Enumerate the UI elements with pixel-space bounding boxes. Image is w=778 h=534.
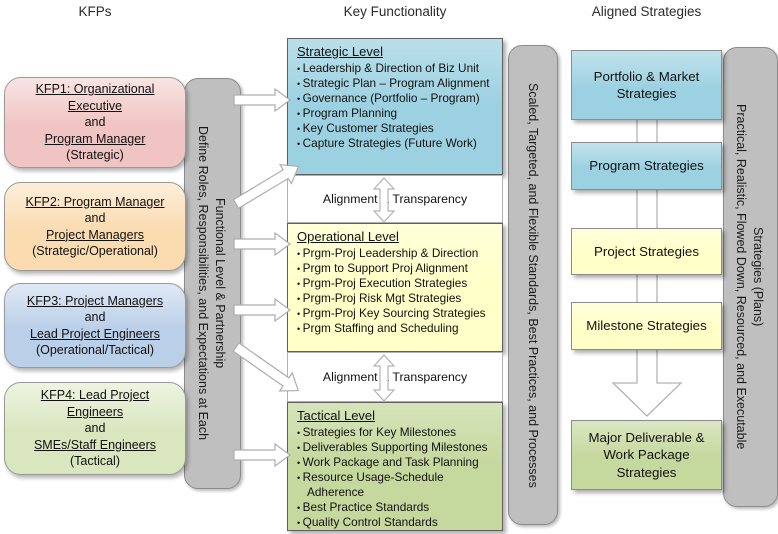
- bullet: Strategies for Key Milestones: [297, 425, 495, 440]
- kfp3-roles: KFP3: Project Managers: [26, 293, 164, 308]
- bullet: Program Planning: [297, 106, 495, 121]
- kfp3-and: and: [84, 310, 106, 324]
- portfolio-market-strategies-box: Portfolio & Market Strategies: [571, 50, 722, 120]
- double-arrow-vertical-icon: [372, 177, 396, 223]
- kfp3-scope: (Operational/Tactical): [35, 343, 155, 357]
- milestone-strategies-box: Milestone Strategies: [571, 302, 722, 350]
- column-header-key-functionality: Key Functionality: [343, 4, 447, 19]
- kfp2-box: KFP2: Program Manager and Project Manage…: [4, 182, 186, 271]
- kfp2-role2: Project Managers: [46, 227, 144, 242]
- major-deliverable-strategies-box: Major Deliverable & Work Package Strateg…: [571, 420, 722, 490]
- kfp3-box: KFP3: Project Managers and Lead Project …: [4, 283, 186, 368]
- bullet: Strategic Plan – Program Alignment: [297, 76, 495, 91]
- project-strategies-box: Project Strategies: [571, 228, 722, 275]
- bullet: Capture Strategies (Future Work): [297, 136, 495, 151]
- kfp2-roles: KFP2: Program Manager: [25, 194, 165, 209]
- bullet: Prgm-Proj Leadership & Direction: [297, 246, 495, 261]
- bullet: Governance (Portfolio – Program): [297, 91, 495, 106]
- alignment-label: Alignment & Transparency: [322, 370, 468, 384]
- bar-scaled-standards: Scaled, Targeted, and Flexible Standards…: [508, 45, 558, 525]
- bar-practical-strategies: Practical, Realistic, Flowed Down, Resou…: [723, 47, 778, 507]
- kfp2-and: and: [84, 211, 106, 225]
- bullet: Prgm-Proj Key Sourcing Strategies: [297, 306, 495, 321]
- kfp3-role2: Lead Project Engineers: [30, 326, 160, 341]
- bullet: Quality Control Standards: [297, 515, 495, 530]
- kfp4-roles: KFP4: Lead Project Engineers: [40, 388, 150, 419]
- bullet: Prgm Staffing and Scheduling: [297, 321, 495, 336]
- bar-define-roles-text: Define Roles, Responsibilities, and Expe…: [196, 126, 227, 441]
- program-strategies-box: Program Strategies: [571, 142, 722, 190]
- kfp4-box: KFP4: Lead Project Engineers and SMEs/St…: [4, 382, 186, 475]
- kfp4-role2: SMEs/Staff Engineers: [33, 437, 157, 452]
- column-header-kfps: KFPs: [78, 4, 112, 19]
- bullet: Leadership & Direction of Biz Unit: [297, 61, 495, 76]
- strategic-level-bullets: Leadership & Direction of Biz Unit Strat…: [297, 61, 495, 151]
- operational-level-title: Operational Level: [297, 229, 399, 244]
- kfp1-scope: (Strategic): [66, 148, 124, 163]
- bar-scaled-standards-text: Scaled, Targeted, and Flexible Standards…: [526, 82, 540, 488]
- bullet: Best Practice Standards: [297, 500, 495, 515]
- operational-level-bullets: Prgm-Proj Leadership & Direction Prgm to…: [297, 246, 495, 336]
- kfp1-box: KFP1: Organizational Executive and Progr…: [4, 77, 186, 168]
- bullet: Deliverables Supporting Milestones: [297, 440, 495, 455]
- bullet: Prgm-Proj Risk Mgt Strategies: [297, 291, 495, 306]
- kfp2-scope: (Strategic/Operational): [32, 244, 158, 258]
- kfp1-roles: KFP1: Organizational Executive: [35, 82, 155, 113]
- bullet: Key Customer Strategies: [297, 121, 495, 136]
- tactical-level-title: Tactical Level: [297, 408, 376, 423]
- bullet: Prgm-Proj Execution Strategies: [297, 276, 495, 291]
- tactical-level-bullets: Strategies for Key Milestones Deliverabl…: [297, 425, 495, 530]
- bullet: Work Package and Task Planning: [297, 455, 495, 470]
- bullet: Prgm to Support Proj Alignment: [297, 261, 495, 276]
- column-header-aligned-strategies: Aligned Strategies: [591, 4, 702, 19]
- double-arrow-vertical-icon: [372, 354, 396, 402]
- alignment-label: Alignment & Transparency: [322, 192, 468, 206]
- bar-define-roles: Define Roles, Responsibilities, and Expe…: [184, 78, 241, 489]
- bullet: Resource Usage-Schedule Adherence: [297, 470, 495, 500]
- kfp1-role2: Program Manager: [44, 131, 146, 146]
- tactical-level-box: Tactical Level Strategies for Key Milest…: [287, 402, 503, 531]
- strategic-level-title: Strategic Level: [297, 44, 383, 59]
- kfp4-and: and: [84, 421, 106, 436]
- bar-practical-strategies-text: Practical, Realistic, Flowed Down, Resou…: [734, 104, 765, 450]
- kfp1-and: and: [84, 115, 106, 130]
- kfp4-scope: (Tactical): [69, 454, 120, 469]
- alignment-coupler-1: Alignment & Transparency: [287, 175, 503, 223]
- alignment-coupler-2: Alignment & Transparency: [287, 352, 503, 402]
- operational-level-box: Operational Level Prgm-Proj Leadership &…: [287, 223, 503, 352]
- strategic-level-box: Strategic Level Leadership & Direction o…: [287, 38, 503, 175]
